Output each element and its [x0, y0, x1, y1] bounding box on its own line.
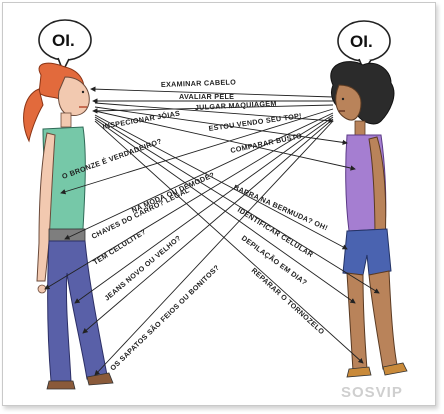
left-woman-figure [23, 62, 114, 390]
right-woman-figure [330, 61, 408, 378]
label-avaliar-pele: AVALIAR PELE [179, 92, 234, 101]
image-frame: OI. OI. [2, 2, 436, 406]
comic-illustration: OI. OI. [23, 19, 408, 401]
label-barra-na-bermuda: BARRA NA BERMUDA? OH! [232, 183, 329, 233]
label-comparar-busto: COMPARAR BUSTO [230, 131, 303, 155]
gaze-arrows [44, 86, 380, 376]
right-greeting: OI. [350, 32, 373, 51]
label-reparar-o-tornozelo: REPARAR O TORNOZELO [250, 266, 327, 337]
watermark: SOSVIP [341, 384, 403, 401]
left-speech-bubble: OI. [38, 19, 92, 73]
label-examinar-cabelo: EXAMINAR CABELO [161, 77, 237, 89]
label-julgar-maquiagem: JULGAR MAQUIAGEM [195, 99, 277, 112]
left-greeting: OI. [52, 31, 75, 50]
